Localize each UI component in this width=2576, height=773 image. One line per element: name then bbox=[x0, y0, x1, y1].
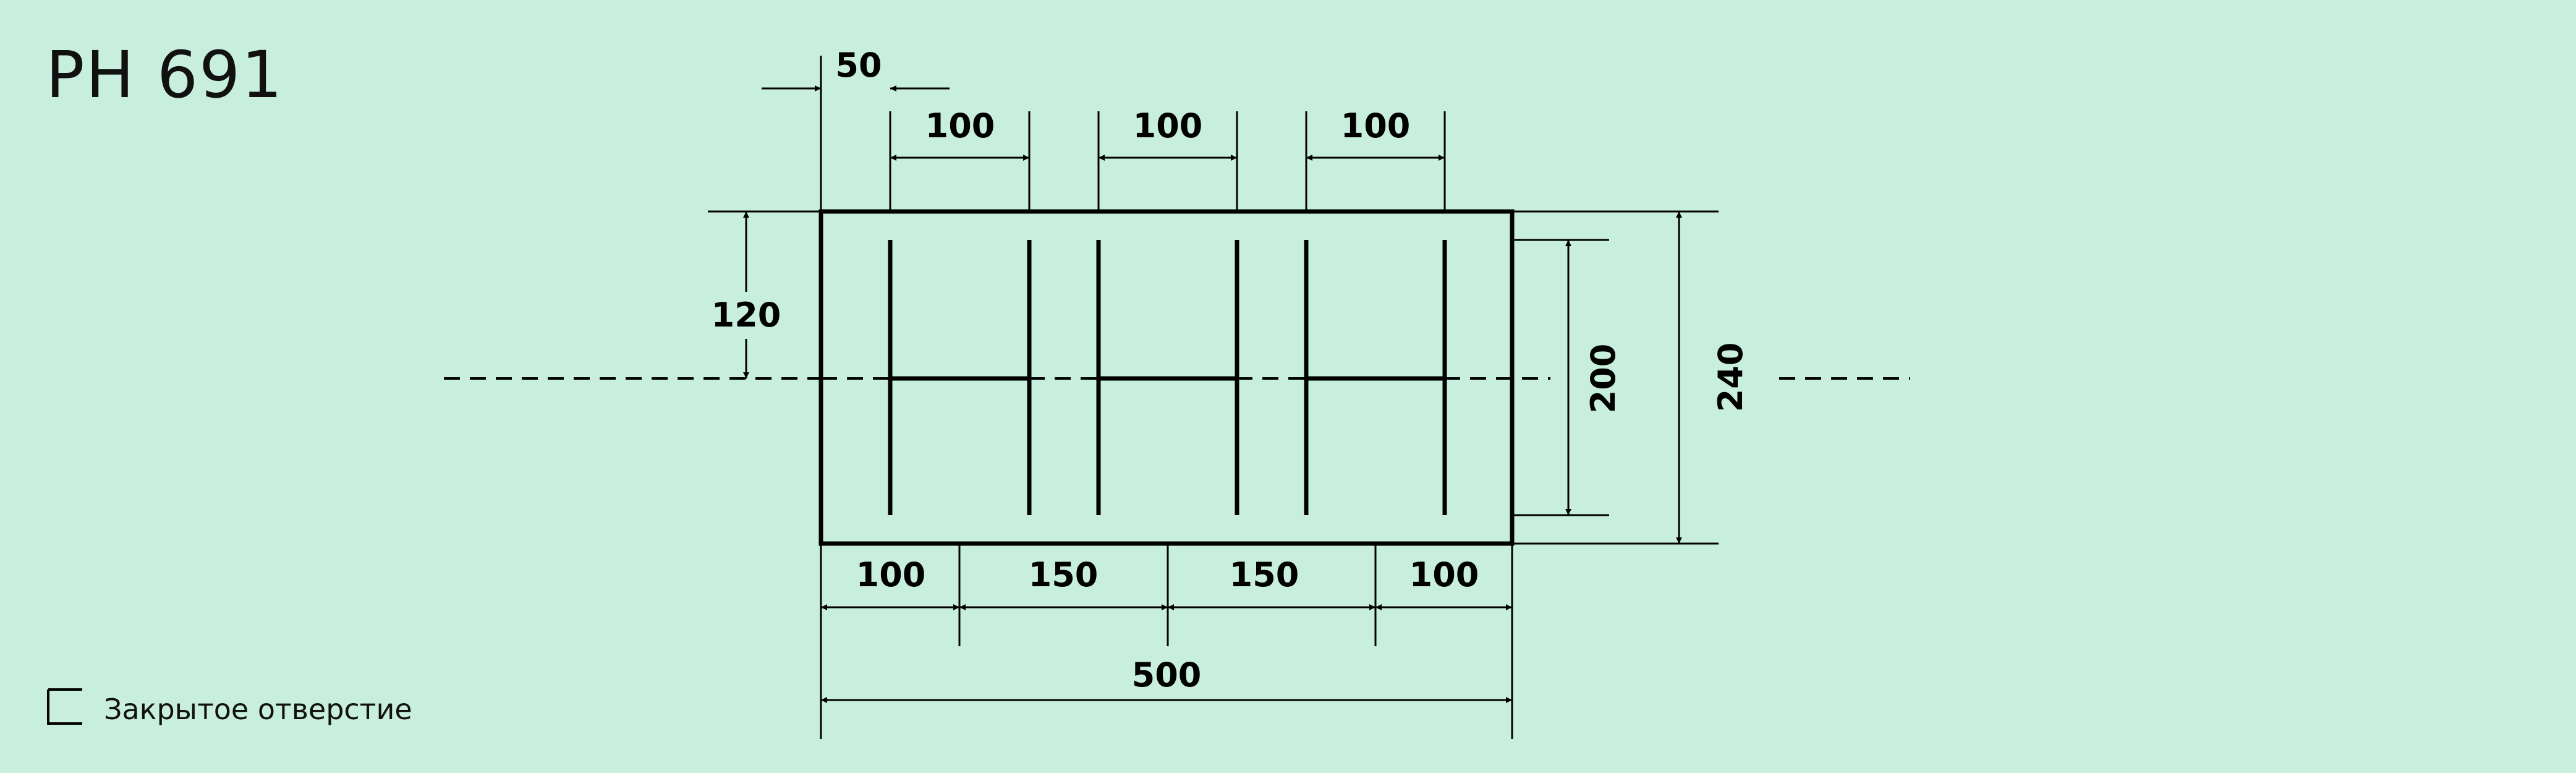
dimension-labels: 50 100 100 100 120 200 240 100 150 150 1… bbox=[712, 46, 1750, 694]
dim-total-width-label: 500 bbox=[1132, 656, 1202, 694]
dim-top-1-label: 100 bbox=[925, 106, 995, 145]
dim-outer-height-label: 240 bbox=[1711, 343, 1750, 412]
dim-top-2-label: 100 bbox=[1133, 106, 1203, 145]
dim-inner-height-label: 200 bbox=[1584, 344, 1623, 414]
dim-left-offset-label: 50 bbox=[835, 46, 882, 85]
extension-lines bbox=[708, 56, 1719, 739]
dim-left-height-label: 120 bbox=[712, 296, 781, 335]
dim-bottom-3-label: 150 bbox=[1230, 555, 1299, 594]
open-square-bracket-icon bbox=[47, 688, 82, 725]
legend-label: Закрытое отверстие bbox=[104, 693, 412, 726]
dim-top-3-label: 100 bbox=[1341, 106, 1411, 145]
dim-bottom-1-label: 100 bbox=[856, 555, 926, 594]
slot-group bbox=[888, 240, 1447, 515]
panel-outline bbox=[818, 209, 1515, 546]
dim-bottom-2-label: 150 bbox=[1029, 555, 1099, 594]
dim-bottom-4-label: 100 bbox=[1409, 555, 1479, 594]
page-title: PH 691 bbox=[46, 37, 284, 113]
dimension-lines bbox=[743, 85, 1682, 703]
